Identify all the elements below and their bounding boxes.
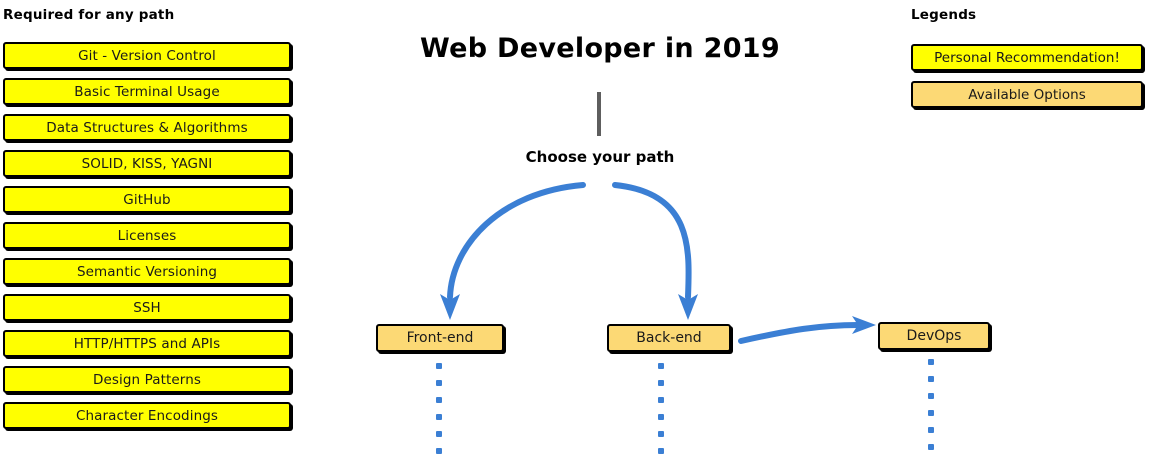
required-item-label: SSH <box>133 299 161 316</box>
required-item[interactable]: Semantic Versioning <box>3 258 291 285</box>
path-box-frontend[interactable]: Front-end <box>376 324 504 352</box>
required-item-label: Character Encodings <box>75 407 219 424</box>
required-item[interactable]: Design Patterns <box>3 366 291 393</box>
required-item[interactable]: Git - Version Control <box>3 42 291 69</box>
required-item-label: SOLID, KISS, YAGNI <box>81 155 213 172</box>
required-item-label: Git - Version Control <box>78 47 216 64</box>
path-continuation-dot <box>658 431 664 437</box>
path-continuation-dot <box>436 380 442 386</box>
required-item[interactable]: SSH <box>3 294 291 321</box>
arrow-to-backend <box>612 182 698 320</box>
title-stem-connector <box>597 92 601 136</box>
path-box-backend-label: Back-end <box>636 330 702 346</box>
required-item[interactable]: Licenses <box>3 222 291 249</box>
path-box-devops-label: DevOps <box>906 328 962 344</box>
path-continuation-dot <box>658 448 664 454</box>
path-continuation-dot <box>436 414 442 420</box>
legends-heading: Legends <box>911 7 977 23</box>
required-item[interactable]: HTTP/HTTPS and APIs <box>3 330 291 357</box>
path-continuation-dot <box>928 444 934 450</box>
legend-item-label: Personal Recommendation! <box>934 49 1120 66</box>
required-item[interactable]: SOLID, KISS, YAGNI <box>3 150 291 177</box>
dots-backend <box>658 363 664 460</box>
required-item-label: HTTP/HTTPS and APIs <box>73 335 221 352</box>
path-continuation-dot <box>658 363 664 369</box>
page-title: Web Developer in 2019 <box>420 33 780 64</box>
required-item-label: Semantic Versioning <box>76 263 218 280</box>
legend-item: Personal Recommendation! <box>911 44 1143 71</box>
path-continuation-dot <box>928 376 934 382</box>
path-continuation-dot <box>928 393 934 399</box>
legend-item-label: Available Options <box>968 86 1086 103</box>
path-box-backend[interactable]: Back-end <box>607 324 731 352</box>
choose-path-label: Choose your path <box>525 148 675 166</box>
required-item[interactable]: Basic Terminal Usage <box>3 78 291 105</box>
path-continuation-dot <box>928 427 934 433</box>
required-item-label: Licenses <box>117 227 177 244</box>
required-item[interactable]: GitHub <box>3 186 291 213</box>
required-item-label: Design Patterns <box>92 371 201 388</box>
arrow-backend-to-devops <box>738 316 876 344</box>
required-item[interactable]: Character Encodings <box>3 402 291 429</box>
path-continuation-dot <box>928 410 934 416</box>
required-item-label: Basic Terminal Usage <box>74 83 220 100</box>
legend-item: Available Options <box>911 81 1143 108</box>
path-continuation-dot <box>658 414 664 420</box>
required-item-label: Data Structures & Algorithms <box>46 119 248 136</box>
path-continuation-dot <box>436 397 442 403</box>
required-item-label: GitHub <box>123 191 171 208</box>
path-continuation-dot <box>928 359 934 365</box>
legends-list: Personal Recommendation! Available Option… <box>911 44 1143 118</box>
dots-frontend <box>436 363 442 460</box>
path-continuation-dot <box>658 397 664 403</box>
required-section-heading: Required for any path <box>3 7 175 23</box>
dots-devops <box>928 359 934 460</box>
path-continuation-dot <box>436 363 442 369</box>
path-continuation-dot <box>436 448 442 454</box>
path-box-frontend-label: Front-end <box>406 330 474 346</box>
path-box-devops[interactable]: DevOps <box>878 322 990 350</box>
required-item[interactable]: Data Structures & Algorithms <box>3 114 291 141</box>
arrow-to-frontend <box>440 182 586 320</box>
path-continuation-dot <box>436 431 442 437</box>
path-continuation-dot <box>658 380 664 386</box>
